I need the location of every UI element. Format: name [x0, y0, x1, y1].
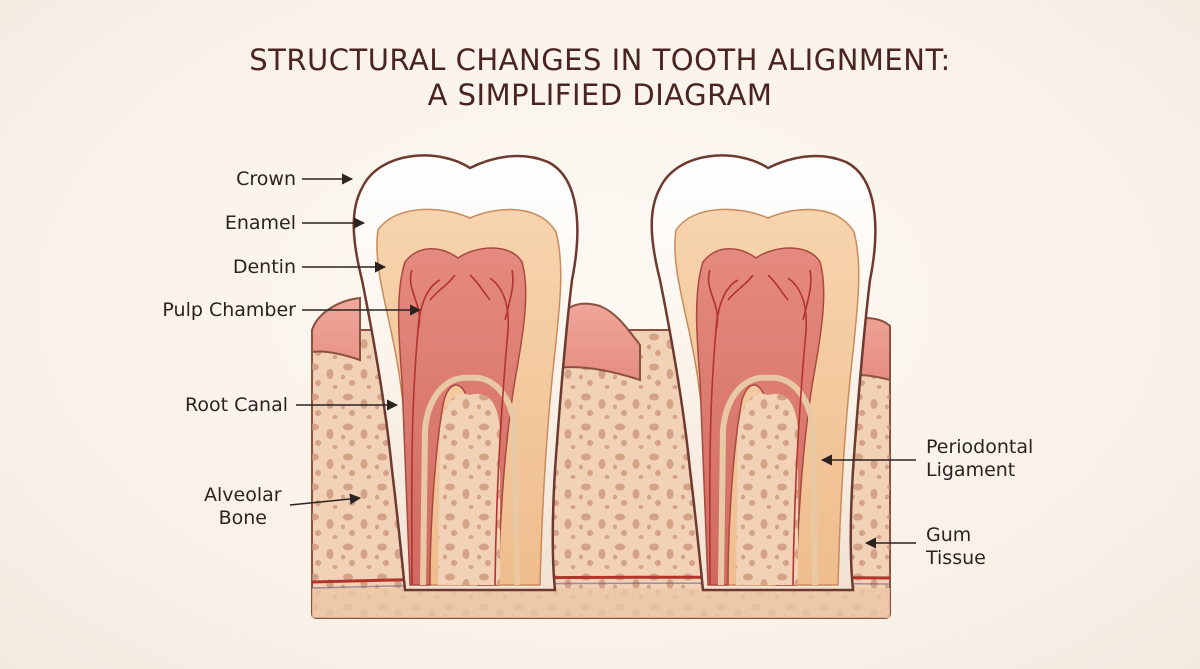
tooth-left — [352, 154, 579, 592]
label-leader-lines — [289, 173, 916, 549]
label-alveolar-bone-line-2: Bone — [218, 507, 267, 529]
label-periodontal-ligament-line-1: Periodontal — [926, 436, 1034, 458]
diagram-title-line-2: A SIMPLIFIED DIAGRAM — [427, 78, 773, 112]
diagram-title-line-1: STRUCTURAL CHANGES IN TOOTH ALIGNMENT: — [249, 43, 951, 77]
label-pulp-chamber: Pulp Chamber — [162, 299, 296, 321]
label-dentin: Dentin — [232, 256, 296, 278]
label-alveolar-bone: Alveolar Bone — [204, 484, 282, 530]
label-gum-tissue-line-2: Tissue — [926, 547, 986, 569]
label-alveolar-bone-line-1: Alveolar — [204, 484, 282, 506]
label-gum-tissue-line-1: Gum — [926, 524, 972, 546]
label-root-canal: Root Canal — [185, 394, 288, 416]
label-enamel: Enamel — [224, 212, 296, 234]
label-crown: Crown — [236, 168, 296, 190]
label-periodontal-ligament: Periodontal Ligament — [926, 436, 1033, 482]
alveolar-bone-leader — [289, 493, 362, 506]
label-gum-tissue: Gum Tissue — [926, 524, 986, 570]
tooth-right — [650, 154, 877, 592]
label-periodontal-ligament-line-2: Ligament — [926, 459, 1016, 481]
tooth-right-vessels — [707, 269, 812, 586]
tooth-left-vessels — [409, 269, 514, 586]
